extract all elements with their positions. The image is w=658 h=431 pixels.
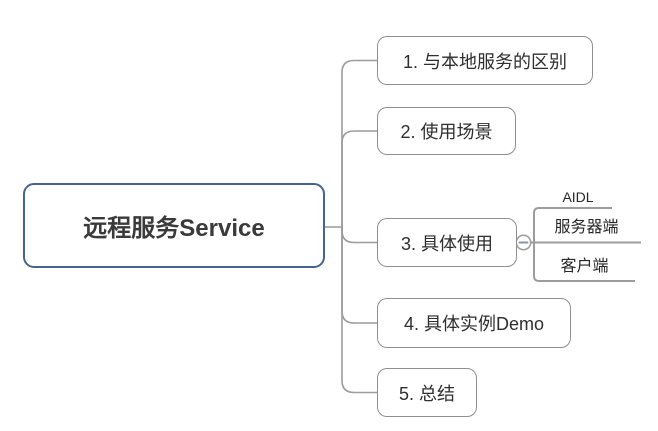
subtopic-server-side[interactable]: 服务器端 — [554, 219, 619, 236]
branch-topic-4[interactable]: 4. 具体实例Demo — [377, 298, 571, 348]
connector-branch-5 — [341, 227, 377, 394]
branch-topic-5[interactable]: 5. 总结 — [377, 368, 477, 417]
subtopic-client-side[interactable]: 客户端 — [560, 258, 609, 275]
subtopic-aidl[interactable]: AIDL — [562, 189, 594, 205]
connector-branch-3 — [341, 227, 377, 244]
connector-branch-2 — [341, 130, 377, 227]
connector-branch-1 — [341, 59, 377, 227]
subtopic-underline-frame — [533, 207, 635, 282]
branch-topic-3[interactable]: 3. 具体使用 — [377, 218, 517, 267]
root-topic[interactable]: 远程服务Service — [23, 183, 325, 268]
branch-topic-1[interactable]: 1. 与本地服务的区别 — [377, 36, 593, 85]
branch-topic-2[interactable]: 2. 使用场景 — [377, 107, 516, 155]
collapse-toggle[interactable] — [515, 234, 532, 251]
